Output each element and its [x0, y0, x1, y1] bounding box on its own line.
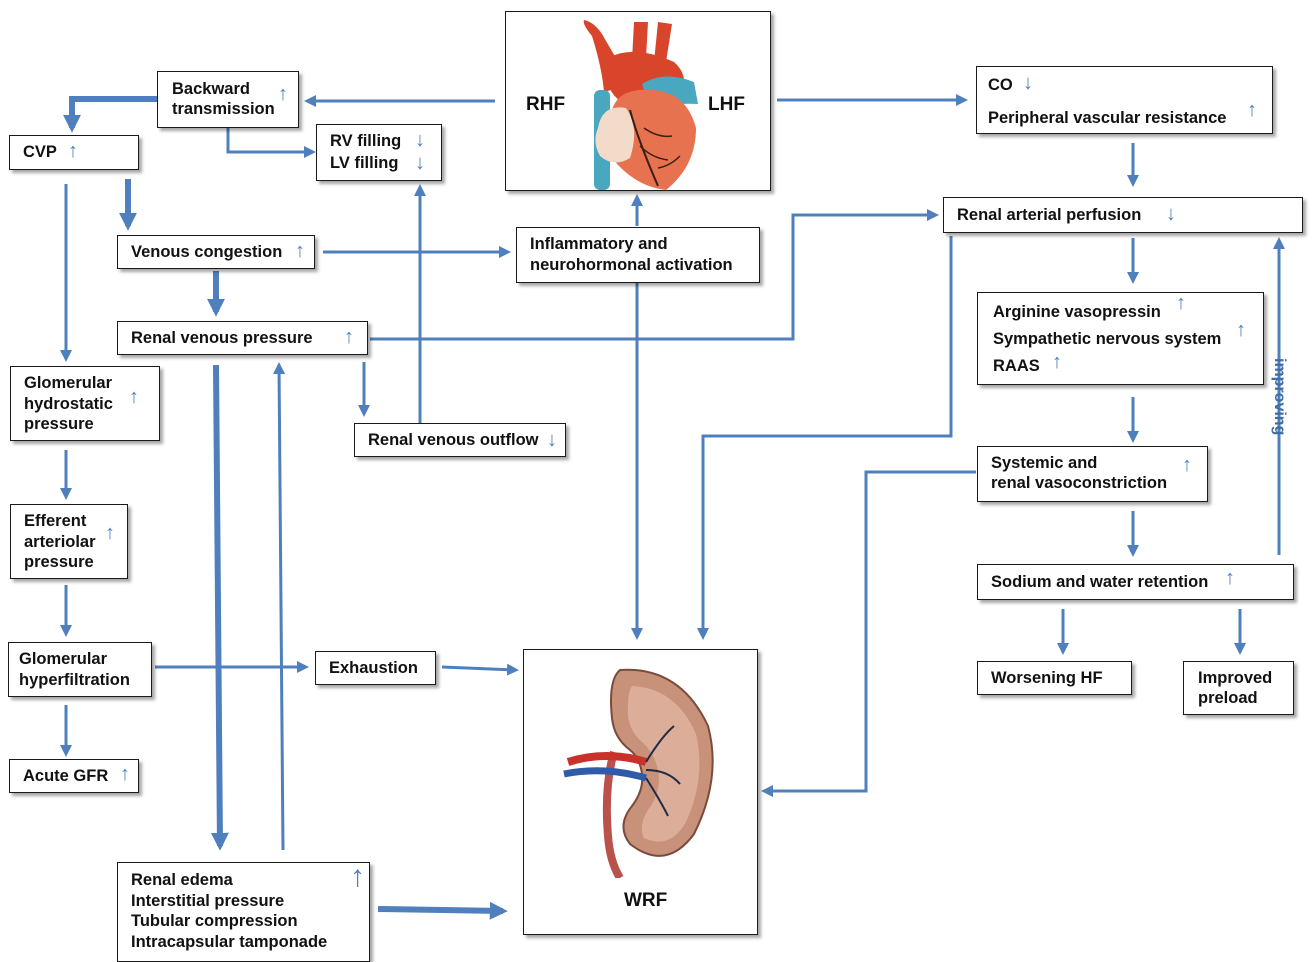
- up-arrow-icon: ↑: [1052, 351, 1062, 373]
- up-arrow-icon: ↑: [278, 83, 288, 105]
- node-neurohormones: Arginine vasopressin ↑ Sympathetic nervo…: [977, 292, 1264, 385]
- arrow-vaso-to-wrf: [761, 470, 976, 797]
- arrow-rvp-to-edema: [210, 364, 229, 851]
- up-arrow-icon: ↑: [1236, 319, 1246, 341]
- node-heart: RHF LHF: [505, 11, 771, 191]
- node-label-line: LV filling: [330, 154, 399, 172]
- node-improved-preload: Improved preload: [1183, 661, 1294, 715]
- node-worsening-hf: Worsening HF: [977, 661, 1132, 695]
- rhf-label: RHF: [526, 94, 566, 115]
- arrow-backward-to-cvp: [63, 96, 157, 133]
- up-arrow-icon: ↑: [120, 763, 130, 785]
- node-label-line: hyperfiltration: [19, 671, 130, 689]
- node-co-pvr: CO ↓ Peripheral vascular resistance ↑: [976, 66, 1273, 134]
- down-arrow-icon: ↓: [415, 152, 425, 174]
- node-label: Venous congestion: [131, 243, 283, 261]
- node-label: CVP: [23, 143, 57, 161]
- node-wrf: WRF: [523, 649, 758, 935]
- node-glomerular-hyperfiltration: Glomerular hyperfiltration: [8, 642, 152, 697]
- node-label-line: Interstitial pressure: [131, 892, 285, 910]
- node-backward-transmission: Backward transmission ↑: [157, 71, 299, 128]
- node-label-line: neurohormonal activation: [530, 256, 733, 274]
- up-arrow-icon: ↑: [68, 140, 78, 162]
- up-arrow-icon: ↑: [295, 240, 305, 262]
- node-label-line: Improved: [1198, 669, 1273, 687]
- arrow-rvp-to-rap: [370, 209, 939, 341]
- up-arrow-icon: ↑: [105, 522, 115, 544]
- heart-icon: [583, 20, 698, 190]
- node-label-line: RV filling: [330, 132, 402, 150]
- node-rv-lv-filling: RV filling LV filling ↓ ↓: [316, 124, 442, 181]
- node-label-line: renal vasoconstriction: [991, 474, 1168, 492]
- up-arrow-icon: ↑: [350, 860, 365, 893]
- node-label-line: CO: [988, 76, 1013, 94]
- arrow-exh-to-wrf: [441, 663, 519, 676]
- lhf-label: LHF: [708, 94, 745, 115]
- down-arrow-icon: ↓: [1166, 203, 1176, 225]
- node-glomerular-hydrostatic: Glomerular hydrostatic pressure ↑: [10, 366, 160, 441]
- node-label: Renal venous pressure: [131, 329, 313, 347]
- node-exhaustion: Exhaustion: [315, 651, 436, 685]
- node-vasoconstriction: Systemic and renal vasoconstriction ↑: [977, 446, 1208, 502]
- up-arrow-icon: ↑: [1225, 567, 1235, 589]
- arrow-rap-to-wrf: [697, 236, 953, 640]
- node-label: Worsening HF: [991, 669, 1103, 687]
- node-label-line: pressure: [24, 415, 94, 433]
- node-renal-venous-pressure: Renal venous pressure ↑: [117, 321, 368, 355]
- node-label-line: Peripheral vascular resistance: [988, 109, 1227, 127]
- wrf-label: WRF: [624, 890, 668, 911]
- kidney-icon: [563, 668, 714, 878]
- arrow-edema-to-rvp: [273, 362, 286, 851]
- node-label: Acute GFR: [23, 767, 109, 785]
- node-renal-venous-outflow: Renal venous outflow ↓: [354, 423, 566, 457]
- node-label-line: arteriolar: [24, 533, 96, 551]
- node-label-line: Glomerular: [19, 650, 108, 668]
- node-label-line: pressure: [24, 553, 94, 571]
- node-label-line: Renal edema: [131, 871, 233, 889]
- down-arrow-icon: ↓: [415, 129, 425, 151]
- arrow-backward-to-rvlv: [226, 127, 316, 158]
- node-cvp: CVP ↑: [9, 135, 139, 170]
- up-arrow-icon: ↑: [344, 326, 354, 348]
- node-acute-gfr: Acute GFR ↑: [9, 759, 139, 793]
- up-arrow-icon: ↑: [1182, 454, 1192, 476]
- node-label-line: Intracapsular tamponade: [131, 933, 328, 951]
- up-arrow-icon: ↑: [129, 386, 139, 408]
- node-label: Renal venous outflow: [368, 431, 539, 449]
- node-label-line: Arginine vasopressin: [993, 303, 1161, 321]
- node-label-line: Sympathetic nervous system: [993, 330, 1222, 348]
- node-label: Exhaustion: [329, 659, 418, 677]
- node-label-line: RAAS: [993, 357, 1040, 375]
- node-renal-arterial-perfusion: Renal arterial perfusion ↓: [943, 197, 1303, 233]
- node-venous-congestion: Venous congestion ↑: [117, 235, 315, 269]
- node-renal-edema: Renal edema Interstitial pressure Tubula…: [117, 862, 370, 962]
- node-label: Renal arterial perfusion: [957, 206, 1142, 224]
- node-efferent-arteriolar: Efferent arteriolar pressure ↑: [10, 504, 128, 579]
- node-label-line: Tubular compression: [131, 912, 298, 930]
- down-arrow-icon: ↓: [547, 429, 557, 451]
- node-label-line: preload: [1198, 689, 1258, 707]
- arrow-edema-to-wrf: [377, 901, 508, 920]
- node-label-line: hydrostatic: [24, 395, 113, 413]
- node-label-line: Systemic and: [991, 454, 1098, 472]
- improving-label: improving: [1271, 358, 1288, 436]
- node-label-line: Inflammatory and: [530, 235, 668, 253]
- node-label-line: Backward: [172, 80, 250, 98]
- node-sodium-water: Sodium and water retention ↑: [977, 564, 1294, 600]
- up-arrow-icon: ↑: [1247, 99, 1257, 121]
- node-label-line: Efferent: [24, 512, 87, 530]
- node-label: Sodium and water retention: [991, 573, 1209, 591]
- node-label-line: transmission: [172, 100, 275, 118]
- node-inflammatory: Inflammatory and neurohormonal activatio…: [516, 227, 760, 283]
- node-label-line: Glomerular: [24, 374, 113, 392]
- up-arrow-icon: ↑: [1176, 292, 1186, 314]
- down-arrow-icon: ↓: [1023, 72, 1033, 94]
